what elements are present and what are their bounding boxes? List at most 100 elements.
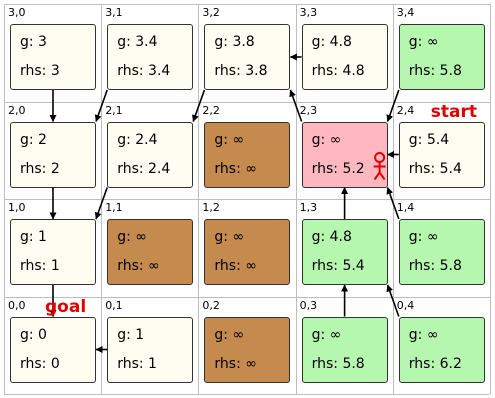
cell-coordinate-label: 2,1 [105, 103, 123, 117]
robot-figure-icon [373, 152, 386, 181]
cell-coordinate-label: 2,3 [299, 103, 318, 117]
rhs-value: rhs: 3.8 [214, 63, 268, 79]
grid-cell-open: g: 2.4 rhs: 2.4 [107, 121, 194, 188]
grid-line-horizontal [4, 296, 490, 298]
grid-line-horizontal [4, 199, 490, 200]
grid-cell-open: g: 3.8 rhs: 3.8 [204, 24, 291, 90]
grid-cell-obstacle: g: ∞ rhs: ∞ [204, 121, 291, 188]
g-value: g: 2.4 [117, 131, 158, 148]
grid-cell-obstacle: g: ∞ rhs: ∞ [204, 316, 291, 383]
g-value: g: ∞ [214, 229, 245, 245]
grid-line-horizontal [4, 394, 490, 395]
grid-cell-updated: g: ∞ rhs: 5.8 [398, 24, 485, 90]
grid-line-horizontal [4, 4, 490, 5]
cell-coordinate-label: 3,1 [105, 6, 123, 19]
g-value: g: 5.4 [408, 131, 450, 148]
robot-leg-left [373, 171, 381, 181]
goal-label: goal [45, 296, 87, 317]
robot-head [374, 152, 386, 163]
rhs-value: rhs: 5.4 [311, 258, 365, 274]
grid-cell-open: g: 3.4 rhs: 3.4 [107, 24, 194, 90]
g-value: g: 3 [20, 34, 47, 50]
cell-coordinate-label: 1,4 [396, 201, 415, 214]
g-value: g: 2 [20, 131, 47, 148]
cell-coordinate-label: 2,0 [8, 103, 26, 117]
rhs-value: rhs: 5.4 [408, 160, 462, 177]
grid-cell-obstacle: g: ∞ rhs: ∞ [204, 219, 291, 285]
g-value: g: ∞ [214, 131, 245, 148]
cell-coordinate-label: 3,4 [396, 6, 415, 19]
rhs-value: rhs: 5.2 [311, 160, 365, 177]
g-value: g: ∞ [311, 326, 342, 343]
g-value: g: ∞ [408, 326, 439, 343]
rhs-value: rhs: 3 [20, 63, 60, 79]
grid-line-vertical [490, 4, 491, 394]
pointer-arrow [386, 89, 400, 122]
cell-coordinate-label: 1,2 [202, 201, 220, 214]
cell-coordinate-label: 2,4 [396, 103, 415, 117]
grid-cell-obstacle: g: ∞ rhs: ∞ [107, 219, 194, 285]
g-value: g: 4.8 [311, 34, 352, 50]
rhs-value: rhs: ∞ [214, 355, 257, 372]
cell-coordinate-label: 0,2 [202, 298, 220, 312]
rhs-value: rhs: 4.8 [311, 63, 365, 79]
start-label: start [430, 101, 478, 122]
rhs-value: rhs: 5.8 [311, 355, 365, 372]
g-value: g: ∞ [408, 229, 439, 245]
grid-cell-open: g: 5.4 rhs: 5.4 [398, 121, 485, 188]
g-value: g: 1 [20, 229, 47, 245]
cell-coordinate-label: 0,1 [105, 298, 123, 312]
cell-coordinate-label: 1,3 [299, 201, 318, 214]
grid-cell-open: g: 0 rhs: 0 [10, 316, 96, 383]
grid-cell-updated: g: ∞ rhs: 5.8 [398, 219, 485, 285]
grid-cell-updated: g: 4.8 rhs: 5.4 [301, 219, 388, 285]
rhs-value: rhs: ∞ [117, 258, 160, 274]
grid-cell-open: g: 1 rhs: 1 [10, 219, 96, 285]
pointer-arrow [94, 187, 108, 220]
rhs-value: rhs: 5.8 [408, 63, 462, 79]
g-value: g: ∞ [311, 131, 342, 148]
cell-coordinate-label: 3,0 [8, 6, 26, 19]
grid-cell-open: g: 3 rhs: 3 [10, 24, 96, 90]
cell-coordinate-label: 3,3 [299, 6, 318, 19]
grid-line-horizontal [4, 101, 490, 103]
g-value: g: ∞ [214, 326, 245, 343]
g-value: g: 4.8 [311, 229, 352, 245]
grid-cell-open: g: 2 rhs: 2 [10, 121, 96, 188]
rhs-value: rhs: 5.8 [408, 258, 462, 274]
rhs-value: rhs: ∞ [214, 258, 257, 274]
pointer-arrow [192, 89, 206, 122]
g-value: g: 3.4 [117, 34, 158, 50]
g-value: g: 0 [20, 326, 47, 343]
cell-coordinate-label: 0,0 [8, 298, 26, 312]
rhs-value: rhs: 1 [20, 258, 60, 274]
cell-coordinate-label: 1,1 [105, 201, 123, 214]
g-value: g: 3.8 [214, 34, 255, 50]
grid-cell-open: g: 1 rhs: 1 [107, 316, 194, 383]
g-value: g: 1 [117, 326, 145, 343]
pointer-arrow [289, 89, 303, 122]
pointer-arrow [94, 89, 108, 122]
rhs-value: rhs: 2 [20, 160, 60, 177]
grid-cell-open: g: 4.8 rhs: 4.8 [301, 24, 388, 90]
rhs-value: rhs: 3.4 [117, 63, 171, 79]
pointer-arrow [386, 187, 400, 220]
cell-coordinate-label: 0,4 [396, 298, 415, 312]
cell-coordinate-label: 3,2 [202, 6, 220, 19]
cell-coordinate-label: 0,3 [299, 298, 318, 312]
g-value: g: ∞ [408, 34, 439, 50]
rhs-value: rhs: 6.2 [408, 355, 462, 372]
grid-cell-updated: g: ∞ rhs: 6.2 [398, 316, 485, 383]
rhs-value: rhs: 1 [117, 355, 157, 372]
g-value: g: ∞ [117, 229, 147, 245]
rhs-value: rhs: 0 [20, 355, 60, 372]
grid-cell-updated: g: ∞ rhs: 5.8 [301, 316, 388, 383]
rhs-value: rhs: 2.4 [117, 160, 171, 177]
cell-coordinate-label: 1,0 [8, 201, 26, 214]
pointer-arrow [386, 284, 400, 317]
rhs-value: rhs: ∞ [214, 160, 257, 177]
cell-coordinate-label: 2,2 [202, 103, 220, 117]
robot-leg-right [378, 171, 386, 181]
